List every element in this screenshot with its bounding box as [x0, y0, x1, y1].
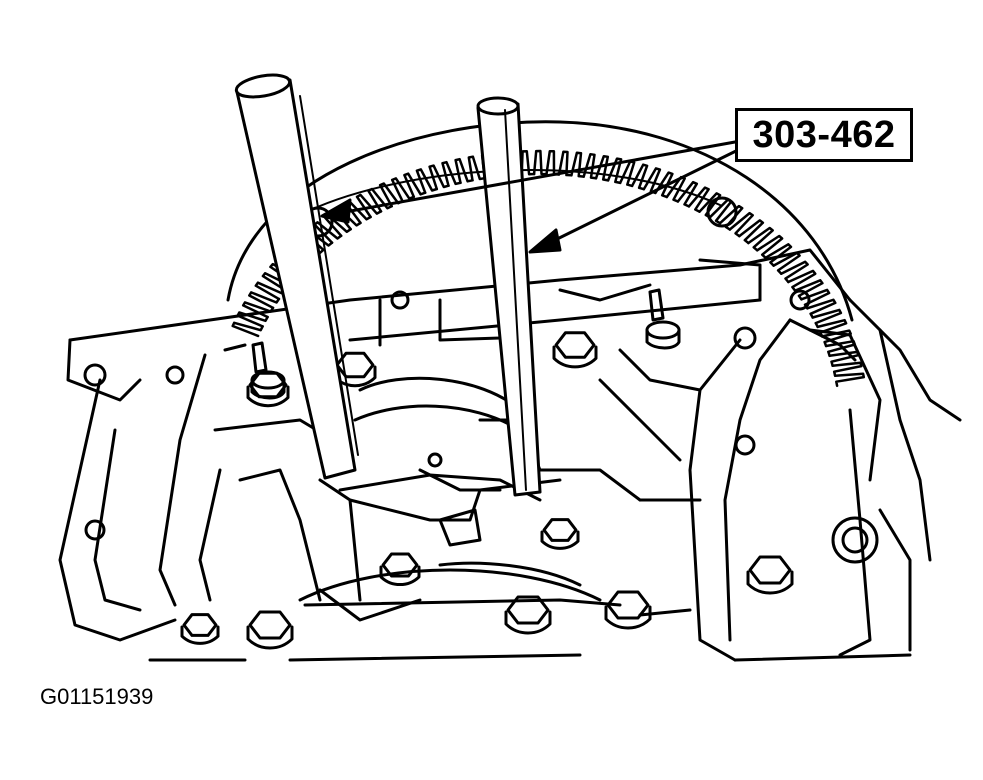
- callout-leader-lines: [343, 140, 740, 247]
- gear-tooth: [415, 168, 439, 194]
- bolt-head: [506, 595, 550, 625]
- bolt-flange: [552, 345, 598, 369]
- block-hole-8: [427, 452, 443, 468]
- block-hole-1: [83, 363, 107, 387]
- gear-tooth: [787, 269, 817, 292]
- gear-tooth: [630, 163, 649, 191]
- gear-tooth: [676, 180, 699, 208]
- gear-tooth: [606, 157, 623, 185]
- gear-tooth: [738, 219, 765, 245]
- gear-tooth: [806, 298, 837, 319]
- block-hole-6: [841, 526, 869, 554]
- bolt-flange: [604, 605, 652, 630]
- gear-tooth: [236, 311, 269, 328]
- bolt-head: [182, 613, 218, 637]
- gear-tooth: [811, 308, 843, 329]
- bolt-flange: [246, 385, 290, 408]
- tool-callout-box: 303-462: [735, 108, 913, 162]
- block-hole-9: [390, 290, 410, 310]
- gear-tooth: [833, 372, 866, 388]
- bolt-flange: [379, 565, 421, 587]
- crank-counterweight: [338, 468, 542, 547]
- gear-tooth: [755, 234, 784, 260]
- bolt-flange: [504, 610, 552, 635]
- gear-tooth: [764, 243, 793, 267]
- arrowheads: [320, 198, 562, 254]
- gear-tooth: [313, 221, 343, 244]
- gear-tooth: [779, 260, 809, 284]
- gear-tooth: [728, 211, 754, 238]
- gear-tooth: [532, 149, 548, 176]
- block-hole-2: [165, 365, 185, 385]
- gear-tooth: [618, 160, 636, 188]
- gear-tooth: [557, 150, 573, 177]
- gear-tooth: [390, 177, 416, 203]
- block-hole-7: [789, 289, 811, 311]
- bolt-flange: [746, 570, 794, 595]
- gear-tooth: [654, 171, 674, 199]
- gear-tooth: [582, 152, 598, 180]
- bolt-head: [248, 610, 292, 640]
- block-hole-3: [84, 519, 106, 541]
- tool-pin-left: [234, 73, 359, 480]
- gear-tooth: [747, 226, 774, 252]
- gear-tooth: [772, 251, 801, 275]
- gear-tooth: [718, 204, 744, 231]
- engine-block: [58, 248, 962, 662]
- gear-tooth: [687, 186, 710, 213]
- gear-tooth: [816, 318, 848, 338]
- gear-tooth: [428, 164, 450, 191]
- bolt-flange: [246, 625, 294, 650]
- gear-tooth: [231, 321, 264, 338]
- gear-tooth: [248, 291, 281, 310]
- block-hole-5: [831, 516, 879, 564]
- tool-pin-right: [476, 96, 542, 497]
- bolt-head: [554, 331, 596, 359]
- gear-tooth: [831, 361, 863, 377]
- flywheel-hole-right: [706, 196, 738, 228]
- bolt-head: [606, 590, 650, 620]
- flywheel-bolt-hole: [733, 326, 757, 350]
- gear-tooth: [355, 193, 383, 219]
- gear-tooth: [793, 279, 824, 301]
- figure-id-label: G01151939: [40, 684, 154, 709]
- gear-tooth: [454, 157, 474, 185]
- gear-tooth: [467, 155, 486, 182]
- block-hole-4: [734, 434, 756, 456]
- stud-left: [250, 341, 286, 400]
- bolt-head: [381, 552, 419, 578]
- bolt-flange: [540, 530, 580, 550]
- bolt-group: [180, 331, 794, 650]
- arrowhead-left: [320, 198, 352, 224]
- bolt-head: [748, 555, 792, 585]
- gear-tooth: [441, 160, 462, 187]
- bolt-head: [542, 518, 578, 542]
- stud-right: [645, 288, 681, 350]
- arrowhead-right: [528, 228, 562, 254]
- gear-tooth: [594, 154, 610, 182]
- tool-callout-label: 303-462: [752, 113, 896, 156]
- gear-tooth: [403, 172, 427, 199]
- bolt-flange: [180, 625, 220, 645]
- gear-tooth: [570, 151, 585, 178]
- gear-tooth: [665, 175, 686, 203]
